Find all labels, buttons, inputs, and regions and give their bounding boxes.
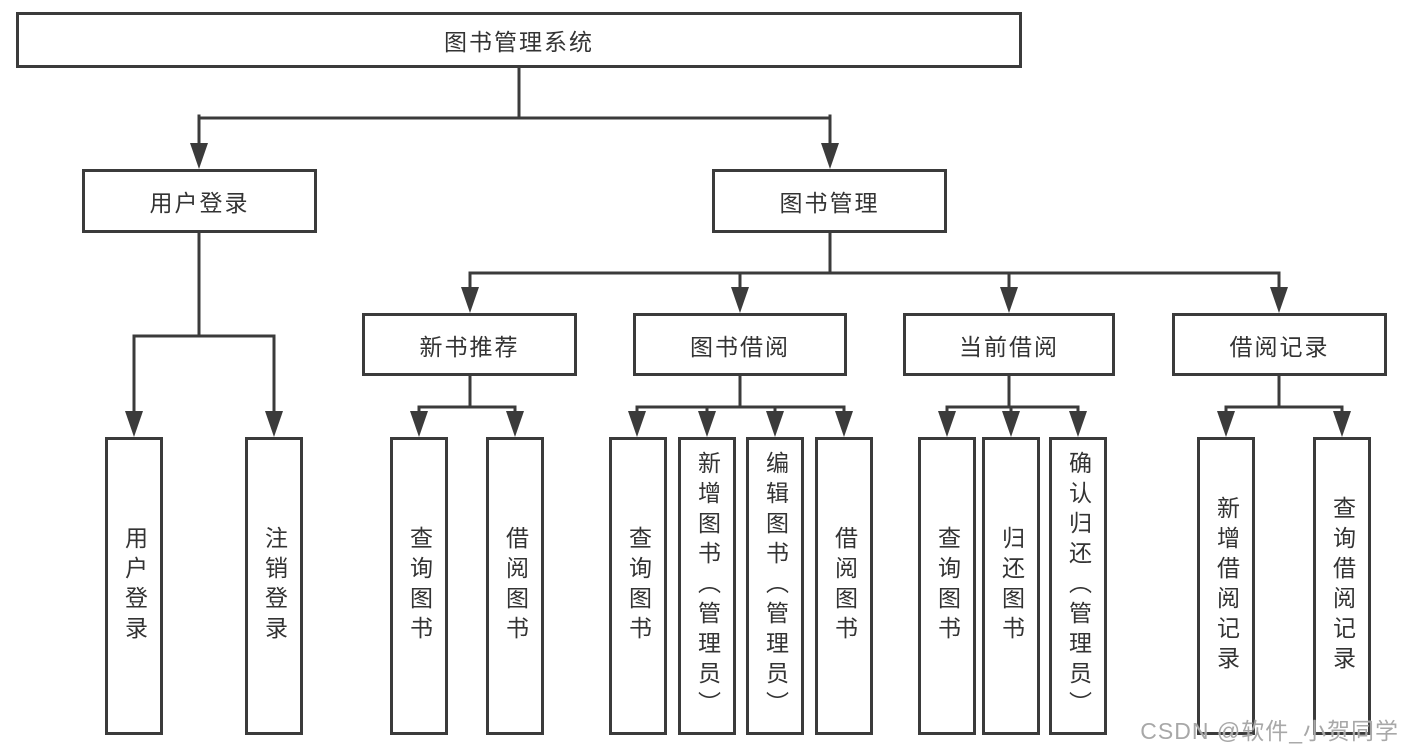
node-user-login-module: 用户登录 xyxy=(82,169,317,233)
node-root-system: 图书管理系统 xyxy=(16,12,1022,68)
node-label: 注销登录 xyxy=(261,526,288,646)
node-leaf-add-borrow-record: 新增借阅记录 xyxy=(1197,437,1255,735)
node-label: 查询图书 xyxy=(406,526,433,646)
node-current-borrowing: 当前借阅 xyxy=(903,313,1115,376)
node-label: 用户登录 xyxy=(121,526,148,646)
node-label: 编辑图书（管理员） xyxy=(762,451,789,721)
node-label: 借阅记录 xyxy=(1229,333,1330,360)
node-label: 当前借阅 xyxy=(959,333,1059,360)
node-book-management: 图书管理 xyxy=(712,169,947,233)
node-leaf-borrow-books-borrowing: 借阅图书 xyxy=(815,437,873,735)
node-label: 借阅图书 xyxy=(831,526,858,646)
node-leaf-query-books-recommend: 查询图书 xyxy=(390,437,448,735)
node-leaf-return-books: 归还图书 xyxy=(982,437,1040,735)
arrowheads xyxy=(125,143,1351,437)
node-label: 查询图书 xyxy=(934,526,961,646)
node-book-borrowing: 图书借阅 xyxy=(633,313,847,376)
node-label: 确认归还（管理员） xyxy=(1065,451,1092,721)
node-leaf-query-borrow-record: 查询借阅记录 xyxy=(1313,437,1371,735)
node-borrowing-records: 借阅记录 xyxy=(1172,313,1387,376)
node-label: 新增图书（管理员） xyxy=(694,451,721,721)
node-label: 用户登录 xyxy=(149,190,250,216)
node-label: 查询图书 xyxy=(625,526,652,646)
node-new-book-recommendation: 新书推荐 xyxy=(362,313,577,376)
node-leaf-logout: 注销登录 xyxy=(245,437,303,735)
node-leaf-add-books-admin: 新增图书（管理员） xyxy=(678,437,736,735)
node-label: 查询借阅记录 xyxy=(1329,496,1356,676)
node-leaf-query-books-borrowing: 查询图书 xyxy=(609,437,667,735)
node-label: 图书管理 xyxy=(779,190,880,216)
node-label: 新增借阅记录 xyxy=(1213,496,1240,676)
node-leaf-confirm-return-admin: 确认归还（管理员） xyxy=(1049,437,1107,735)
node-leaf-user-login: 用户登录 xyxy=(105,437,163,735)
node-label: 图书借阅 xyxy=(690,333,790,360)
node-label: 借阅图书 xyxy=(502,526,529,646)
node-label: 归还图书 xyxy=(998,526,1025,646)
node-leaf-query-books-current: 查询图书 xyxy=(918,437,976,735)
node-leaf-edit-books-admin: 编辑图书（管理员） xyxy=(746,437,804,735)
node-label: 新书推荐 xyxy=(419,333,520,360)
node-label: 图书管理系统 xyxy=(444,29,594,55)
node-leaf-borrow-books-recommend: 借阅图书 xyxy=(486,437,544,735)
